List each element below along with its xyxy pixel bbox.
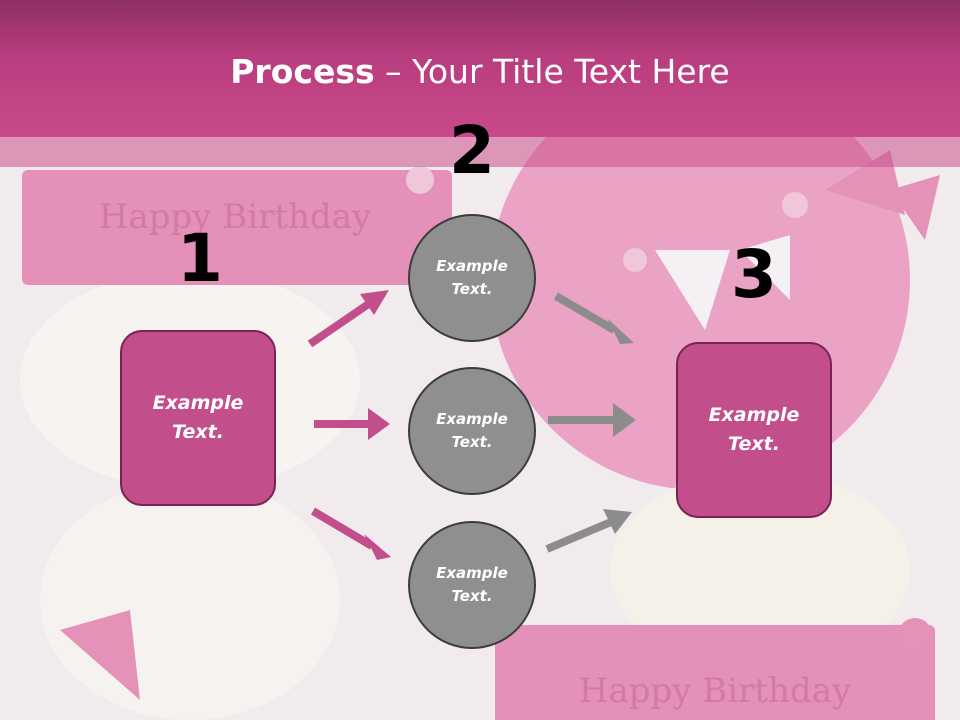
step-number-2: 2 xyxy=(449,112,495,189)
title-bar-band xyxy=(0,137,960,167)
gray-arrow-middle xyxy=(548,403,636,437)
circle-bottom-line1: Example xyxy=(436,564,508,582)
pink-arrow-down xyxy=(310,507,391,560)
circle-top-line2: Text. xyxy=(451,280,493,298)
gray-arrow-up xyxy=(545,509,632,553)
gray-arrow-down xyxy=(553,292,634,344)
banner-top-text: Happy Birthday xyxy=(99,197,372,237)
title-bar xyxy=(0,0,960,137)
title-rest: – Your Title Text Here xyxy=(374,52,730,91)
banner-bottom-text: Happy Birthday xyxy=(579,671,852,711)
pink-arrow-up xyxy=(307,290,389,348)
circle-top-line1: Example xyxy=(436,257,508,275)
right-box-line1: Example xyxy=(708,404,800,426)
circle-bottom-line2: Text. xyxy=(451,587,493,605)
step-number-3: 3 xyxy=(731,236,777,313)
step-number-1: 1 xyxy=(177,220,223,297)
title-bold: Process xyxy=(230,52,375,91)
circle-middle-line2: Text. xyxy=(451,433,493,451)
right-box-line2: Text. xyxy=(728,433,780,455)
circle-middle-line1: Example xyxy=(436,410,508,428)
slide-title: Process – Your Title Text Here xyxy=(0,52,960,91)
left-box-line1: Example xyxy=(152,392,244,414)
pink-arrow-middle xyxy=(314,408,390,440)
left-box-line2: Text. xyxy=(172,421,224,443)
